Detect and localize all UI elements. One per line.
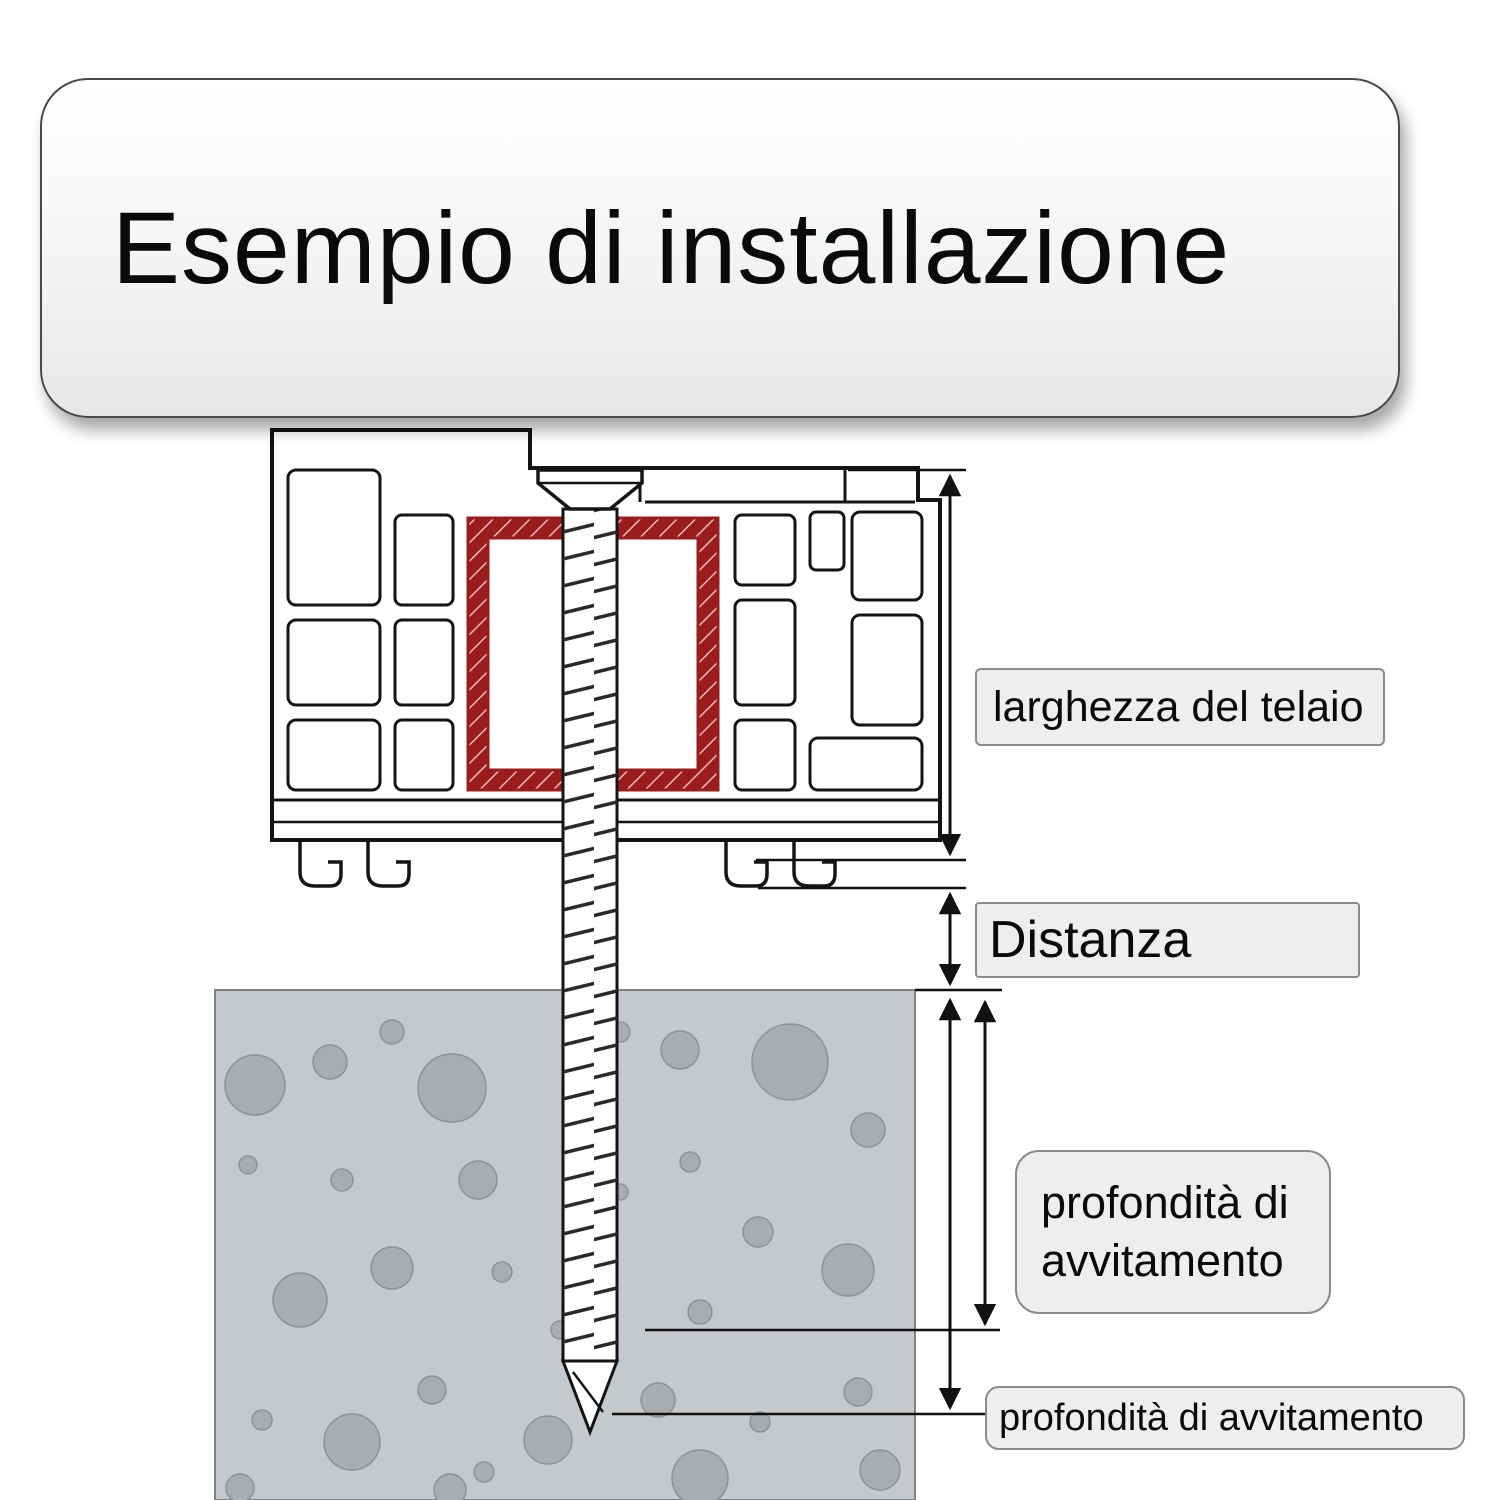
aggregate-circle (379, 1019, 405, 1045)
aggregate-circle (491, 1261, 513, 1283)
aggregate-circle (859, 1449, 901, 1491)
aggregate-circle (660, 1030, 700, 1070)
aggregate-circle (370, 1246, 414, 1290)
aggregate-circle (417, 1053, 487, 1123)
profile-foot (792, 841, 837, 888)
aggregate-circle (843, 1377, 873, 1407)
aggregate-circle (687, 1299, 713, 1325)
aggregate-circle (433, 1473, 467, 1500)
aggregate-circle (312, 1044, 348, 1080)
aggregate-circle (850, 1112, 886, 1148)
aggregate-circle (251, 1409, 273, 1431)
aggregate-circle (671, 1449, 729, 1500)
aggregate-circle (742, 1216, 774, 1248)
aggregate-circle (749, 1411, 771, 1433)
aggregate-circle (679, 1151, 701, 1173)
frame-width-label: larghezza del telaio (975, 668, 1385, 746)
screw (536, 468, 644, 1437)
title-box: Esempio di installazione (40, 78, 1400, 418)
aggregate-circle (523, 1415, 573, 1465)
dimension-lines (612, 468, 1002, 1416)
aggregate-circle (473, 1461, 495, 1483)
distance-label: Distanza (975, 902, 1360, 978)
screw-threads (563, 509, 617, 1361)
aggregate-circle (224, 1054, 286, 1116)
aggregate-circles (224, 1019, 901, 1500)
aggregate-circle (330, 1168, 354, 1192)
aggregate-circle (640, 1382, 676, 1418)
aggregate-circle (417, 1375, 447, 1405)
profile-foot (366, 841, 411, 888)
profile-foot (298, 841, 343, 888)
page-title: Esempio di installazione (112, 190, 1231, 305)
screw-depth-bottom-label: profondità di avvitamento (985, 1386, 1465, 1450)
screw-depth-label: profondità di avvitamento (1015, 1150, 1331, 1314)
aggregate-circle (458, 1160, 498, 1200)
aggregate-circle (225, 1473, 255, 1500)
aggregate-circle (238, 1155, 258, 1175)
aggregate-circle (751, 1023, 829, 1101)
profile-foot (724, 841, 769, 888)
aggregate-circle (821, 1243, 875, 1297)
aggregate-circle (272, 1272, 328, 1328)
aggregate-circle (323, 1413, 381, 1471)
